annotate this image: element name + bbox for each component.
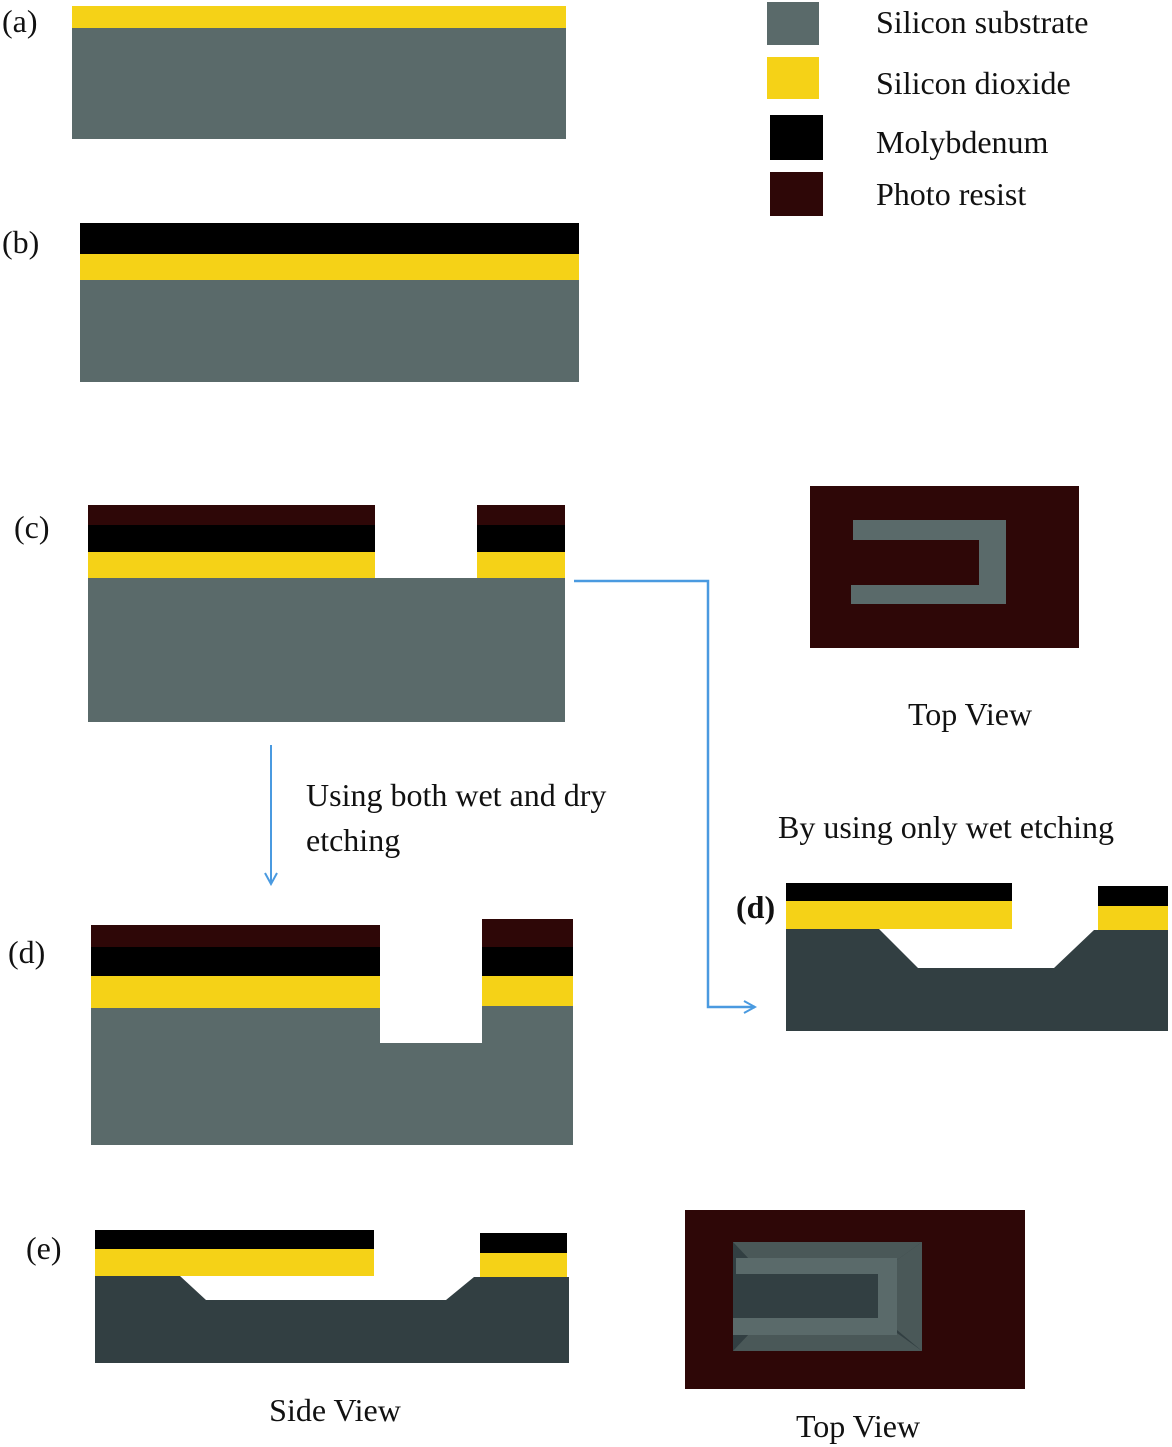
molybdenum-layer-left (95, 1230, 374, 1249)
oxide-layer-left (95, 1249, 374, 1276)
step-b: (b) (2, 223, 579, 382)
cavity-sidewall-right (897, 1242, 922, 1351)
molybdenum-layer-left (88, 525, 375, 552)
legend-label-photo-resist: Photo resist (876, 176, 1026, 212)
photo-resist-top-view (810, 486, 1079, 648)
silicon-substrate-etched (91, 1006, 573, 1145)
molybdenum-layer-left (91, 947, 380, 976)
step-c: (c) (14, 505, 565, 722)
legend-label-molybdenum: Molybdenum (876, 124, 1049, 160)
silicon-substrate-wet-etched (786, 929, 1168, 1031)
step-label-b: (b) (2, 224, 39, 260)
oxide-layer-left (91, 976, 380, 1008)
step-label-d-right: (d) (736, 889, 775, 925)
legend-swatch-photo-resist (770, 172, 823, 216)
step-label-d-left: (d) (8, 934, 45, 970)
oxide-layer-right (480, 1253, 567, 1277)
molybdenum-layer (80, 223, 579, 254)
step-label-e: (e) (26, 1230, 62, 1266)
caption-both-etching-line2: etching (306, 822, 400, 858)
step-label-c: (c) (14, 509, 50, 545)
exposed-silicon-pattern (851, 520, 1006, 604)
oxide-layer-right (1098, 906, 1168, 930)
molybdenum-layer-right (480, 1233, 567, 1253)
oxide-layer-right (477, 552, 565, 578)
molybdenum-layer-left (786, 883, 1012, 901)
legend-swatch-silicon-dioxide (767, 57, 819, 99)
step-label-a: (a) (2, 3, 38, 39)
silicon-substrate-wet-etched (95, 1276, 569, 1363)
step-a: (a) (2, 3, 566, 139)
top-view-caption: Top View (908, 696, 1032, 732)
step-d-dry-wet: (d) (8, 919, 573, 1145)
legend-swatch-silicon-substrate (767, 2, 819, 45)
molybdenum-layer-right (482, 947, 573, 976)
caption-both-etching-line1: Using both wet and dry (306, 777, 606, 813)
top-view-caption-e: Top View (796, 1408, 920, 1444)
cavity-sidewall-top (733, 1242, 922, 1260)
photo-resist-layer-left (91, 925, 380, 947)
suspended-beam-pattern (733, 1258, 897, 1335)
process-arrows: Using both wet and dry etching By using … (271, 579, 1114, 1007)
photo-resist-layer-left (88, 505, 375, 525)
oxide-layer-left (786, 901, 1012, 929)
top-view-c: Top View (810, 486, 1079, 732)
oxide-layer-left (88, 552, 375, 578)
oxide-layer (80, 254, 579, 280)
legend-label-silicon-dioxide: Silicon dioxide (876, 65, 1071, 101)
top-view-e: Top View (685, 1210, 1025, 1444)
legend-swatch-molybdenum (770, 115, 823, 160)
silicon-substrate (80, 280, 579, 382)
cavity-sidewall-bottom (733, 1333, 922, 1351)
molybdenum-layer-right (1098, 886, 1168, 906)
photo-resist-layer-right (477, 505, 565, 525)
step-d-wet: (d) (736, 883, 1168, 1031)
caption-wet-etching: By using only wet etching (778, 809, 1114, 845)
step-e: (e) Side View (26, 1230, 569, 1428)
oxide-layer (72, 6, 566, 28)
molybdenum-layer-right (477, 525, 565, 552)
silicon-substrate (72, 28, 566, 139)
oxide-layer-right (482, 976, 573, 1006)
side-view-caption: Side View (269, 1392, 401, 1428)
photo-resist-layer-right (482, 919, 573, 947)
arrow-right-wet-etching (574, 579, 755, 1007)
legend: Silicon substrate Silicon dioxide Molybd… (767, 2, 1088, 216)
silicon-substrate (88, 578, 565, 722)
legend-label-silicon-substrate: Silicon substrate (876, 4, 1088, 40)
